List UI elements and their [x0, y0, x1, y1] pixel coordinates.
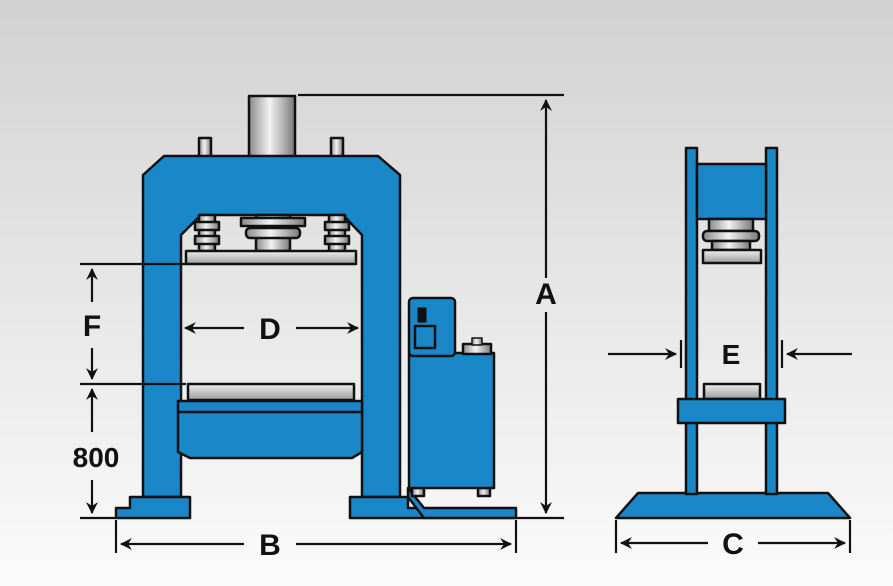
side-ram-flange	[701, 229, 761, 243]
label-a: A	[535, 278, 557, 311]
control-lever-icon	[417, 307, 427, 323]
label-f: F	[83, 310, 101, 343]
label-e: E	[722, 339, 741, 370]
side-upper-platen	[701, 248, 763, 265]
upper-platen	[184, 249, 358, 266]
control-box	[413, 324, 437, 350]
dimension-lines	[80, 93, 852, 553]
side-ram-body	[710, 239, 752, 252]
guide-rod-left	[197, 213, 217, 253]
front-view-press	[114, 94, 518, 520]
guide-rod-right	[327, 213, 347, 253]
side-ram-top	[707, 217, 755, 233]
hydraulic-cylinder	[247, 94, 297, 160]
side-lower-platen	[702, 382, 762, 401]
side-column-right	[764, 146, 779, 496]
guide-collar-right-2	[323, 234, 351, 246]
label-c: C	[722, 528, 744, 561]
tank-cap-knob	[471, 337, 483, 346]
hydraulic-power-unit	[406, 296, 518, 520]
side-base	[614, 491, 852, 520]
label-b: B	[259, 529, 281, 562]
side-column-left	[684, 146, 699, 496]
side-crown	[695, 162, 768, 221]
upper-ram-assembly	[193, 213, 351, 253]
press-bed	[176, 399, 364, 460]
ram-flange	[244, 226, 302, 240]
ram-top-ring	[239, 216, 307, 228]
lower-platen	[186, 382, 356, 402]
guide-collar-left-2	[193, 234, 221, 246]
label-d: D	[259, 313, 281, 346]
label-800: 800	[73, 442, 120, 473]
foot-left	[114, 495, 192, 520]
guide-collar-left-1	[193, 220, 221, 232]
guide-collar-right-1	[323, 220, 351, 232]
oil-tank	[407, 351, 496, 490]
side-bed	[676, 397, 787, 425]
side-view-press	[614, 146, 852, 520]
